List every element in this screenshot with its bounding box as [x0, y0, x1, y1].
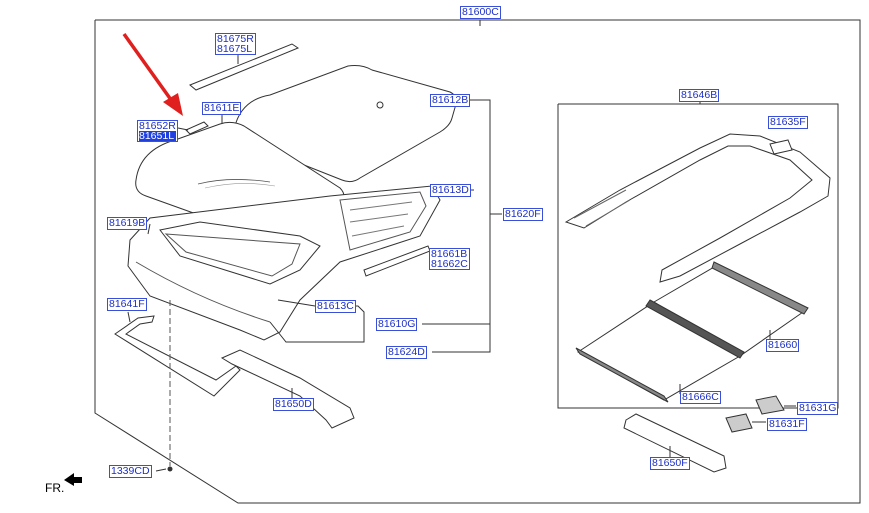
label-bolt[interactable]: 1339CD	[109, 465, 152, 478]
label-shade[interactable]: 81666C	[680, 391, 721, 404]
label-deflector[interactable]: 81641F	[107, 298, 147, 311]
cover-part	[623, 413, 727, 473]
label-frame-g[interactable]: 81610G	[376, 318, 418, 331]
label-frame-f[interactable]: 81620F	[503, 208, 543, 221]
deflector-part	[114, 315, 241, 397]
label-guide-g[interactable]: 81631G	[797, 402, 839, 415]
rail-part	[189, 43, 300, 91]
label-frame-d[interactable]: 81613D	[430, 184, 471, 197]
label-guide-f[interactable]: 81631F	[767, 418, 807, 431]
cross-member-part	[220, 349, 355, 429]
label-shade-rail[interactable]: 81660	[766, 339, 800, 352]
label-glass-front[interactable]: 81611E	[202, 102, 242, 115]
label-rail-c: 81662C	[431, 258, 468, 270]
label-frame-main[interactable]: 81624D	[386, 346, 427, 359]
label-rail-l: 81675L	[217, 43, 253, 55]
label-frame-c[interactable]: 81613C	[315, 300, 356, 313]
label-assembly[interactable]: 81600C	[460, 6, 501, 19]
bracket-part	[185, 121, 209, 135]
label-rail-b: 81661B	[431, 248, 468, 260]
label-shade-assy[interactable]: 81646B	[679, 89, 720, 102]
guide-g-part	[755, 395, 785, 415]
guide-f-part	[725, 413, 753, 433]
label-rail-r: 81675R	[217, 33, 254, 45]
front-arrow-icon	[64, 473, 82, 486]
red-arrow-head	[163, 93, 183, 116]
front-mark: FR.	[45, 481, 65, 495]
label-cover[interactable]: 81650F	[650, 457, 690, 470]
label-rails-bc[interactable]: 81661B 81662C	[429, 248, 470, 270]
label-glass-rear[interactable]: 81612B	[430, 94, 471, 107]
motor-bracket-part	[769, 139, 793, 155]
label-motor-bracket[interactable]: 81635F	[768, 116, 808, 129]
label-seal[interactable]: 81619B	[107, 217, 148, 230]
label-rail[interactable]: 81675R 81675L	[215, 33, 256, 55]
label-bracket[interactable]: 81652R 81651L	[137, 120, 178, 142]
label-bracket-l: 81651L	[139, 130, 176, 142]
label-bracket-r: 81652R	[139, 120, 176, 132]
shade-guide-rail	[564, 133, 831, 283]
red-arrow-shaft	[122, 32, 176, 106]
rear-glass	[233, 65, 457, 183]
label-cross-member[interactable]: 81650D	[273, 398, 314, 411]
